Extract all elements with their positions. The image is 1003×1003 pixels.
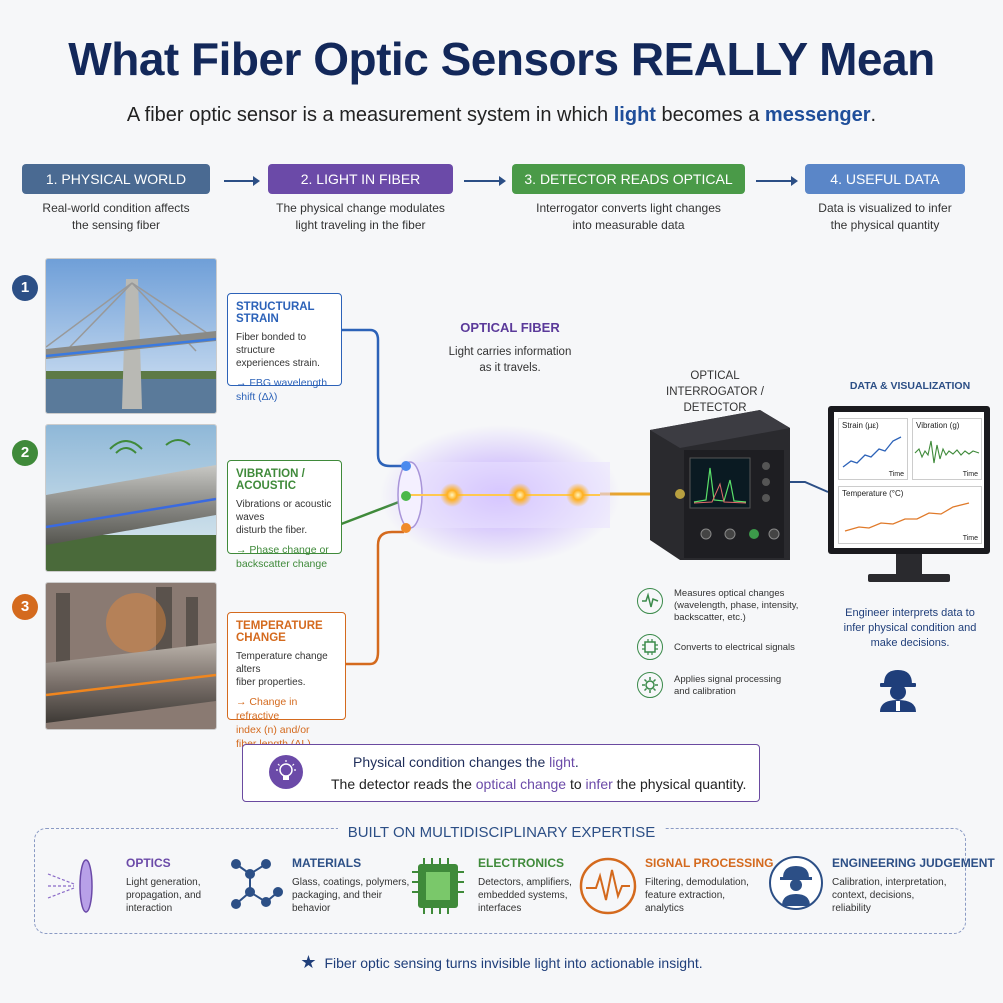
footer: ★Fiber optic sensing turns invisible lig…: [300, 952, 703, 972]
pipeline-image: [45, 424, 217, 572]
vibration-chart: Vibration (g) Time: [912, 418, 982, 480]
sensor-badge-1: 1: [12, 275, 38, 301]
step-2: 2. LIGHT IN FIBER CHANGES: [268, 164, 453, 217]
star-icon: ★: [300, 952, 317, 972]
engineering-heading: ENGINEERING JUDGEMENT: [832, 856, 995, 870]
step-3: 3. DETECTOR READS OPTICAL CHANGE: [512, 164, 745, 217]
sensor-badge-3: 3: [12, 594, 38, 620]
sensor-card-temperature: TEMPERATURE CHANGE Temperature change al…: [227, 612, 346, 750]
step-arrow: [756, 176, 798, 186]
electronics-heading: ELECTRONICS: [478, 856, 565, 870]
step-arrow: [224, 176, 260, 186]
sensor-card-vibration: VIBRATION / ACOUSTIC Vibrations or acous…: [227, 460, 342, 570]
callout-line2: The detector reads the optical change to…: [331, 776, 747, 792]
page-title: What Fiber Optic Sensors REALLY Mean: [68, 33, 935, 85]
signal-processing-heading: SIGNAL PROCESSING: [645, 856, 774, 870]
page-subtitle: A fiber optic sensor is a measurement sy…: [126, 104, 877, 126]
callout-box: Physical condition changes the light. Th…: [242, 744, 760, 802]
callout-line1: Physical condition changes the light.: [353, 754, 579, 770]
viz-label: DATA & VISUALIZATION: [849, 380, 971, 392]
engineering-desc: Calibration, interpretation,context, dec…: [832, 877, 947, 914]
feature-converts: Converts to electrical signals: [674, 642, 795, 653]
gear-icon: [637, 672, 663, 698]
electronics-desc: Detectors, amplifiers,embedded systems,i…: [478, 877, 572, 914]
interrogator-device: [650, 410, 790, 560]
step-4: 4. USEFUL DATA: [805, 164, 965, 194]
monitor: Strain (µε) Time Vibration (g) Time Temp…: [828, 406, 990, 586]
refinery-image: [45, 582, 217, 730]
optics-heading: OPTICS: [126, 856, 171, 870]
engineer-icon: [876, 664, 920, 717]
waveform-icon: [637, 588, 663, 614]
chip-icon: [637, 634, 663, 660]
engineer-badge-icon: [768, 850, 824, 921]
optical-fiber-graphic: [380, 425, 620, 565]
step-1: 1. PHYSICAL WORLD CHANGE: [22, 164, 210, 217]
step-arrow: [464, 176, 506, 186]
bridge-image: [45, 258, 217, 414]
fiber-label: OPTICAL FIBER: [460, 320, 560, 335]
sensor-badge-2: 2: [12, 440, 38, 466]
signal-processing-desc: Filtering, demodulation,feature extracti…: [645, 877, 749, 914]
strain-chart: Strain (µε) Time: [838, 418, 908, 480]
microchip-icon: [410, 854, 466, 923]
expertise-title: BUILT ON MULTIDISCIPLINARY EXPERTISE: [0, 824, 1003, 841]
lightbulb-icon: [269, 755, 303, 789]
optics-icon: [46, 856, 110, 921]
sensor-card-strain: STRUCTURAL STRAIN Fiber bonded to struct…: [227, 293, 342, 403]
materials-heading: MATERIALS: [292, 856, 362, 870]
temperature-chart: Temperature (°C) Time: [838, 486, 982, 544]
molecule-icon: [226, 852, 284, 923]
feature-measures: Measures optical changes(wavelength, pha…: [674, 588, 799, 623]
materials-desc: Glass, coatings, polymers,packaging, and…: [292, 877, 410, 914]
signal-icon: [578, 856, 638, 921]
monitor-screen: [834, 412, 984, 548]
